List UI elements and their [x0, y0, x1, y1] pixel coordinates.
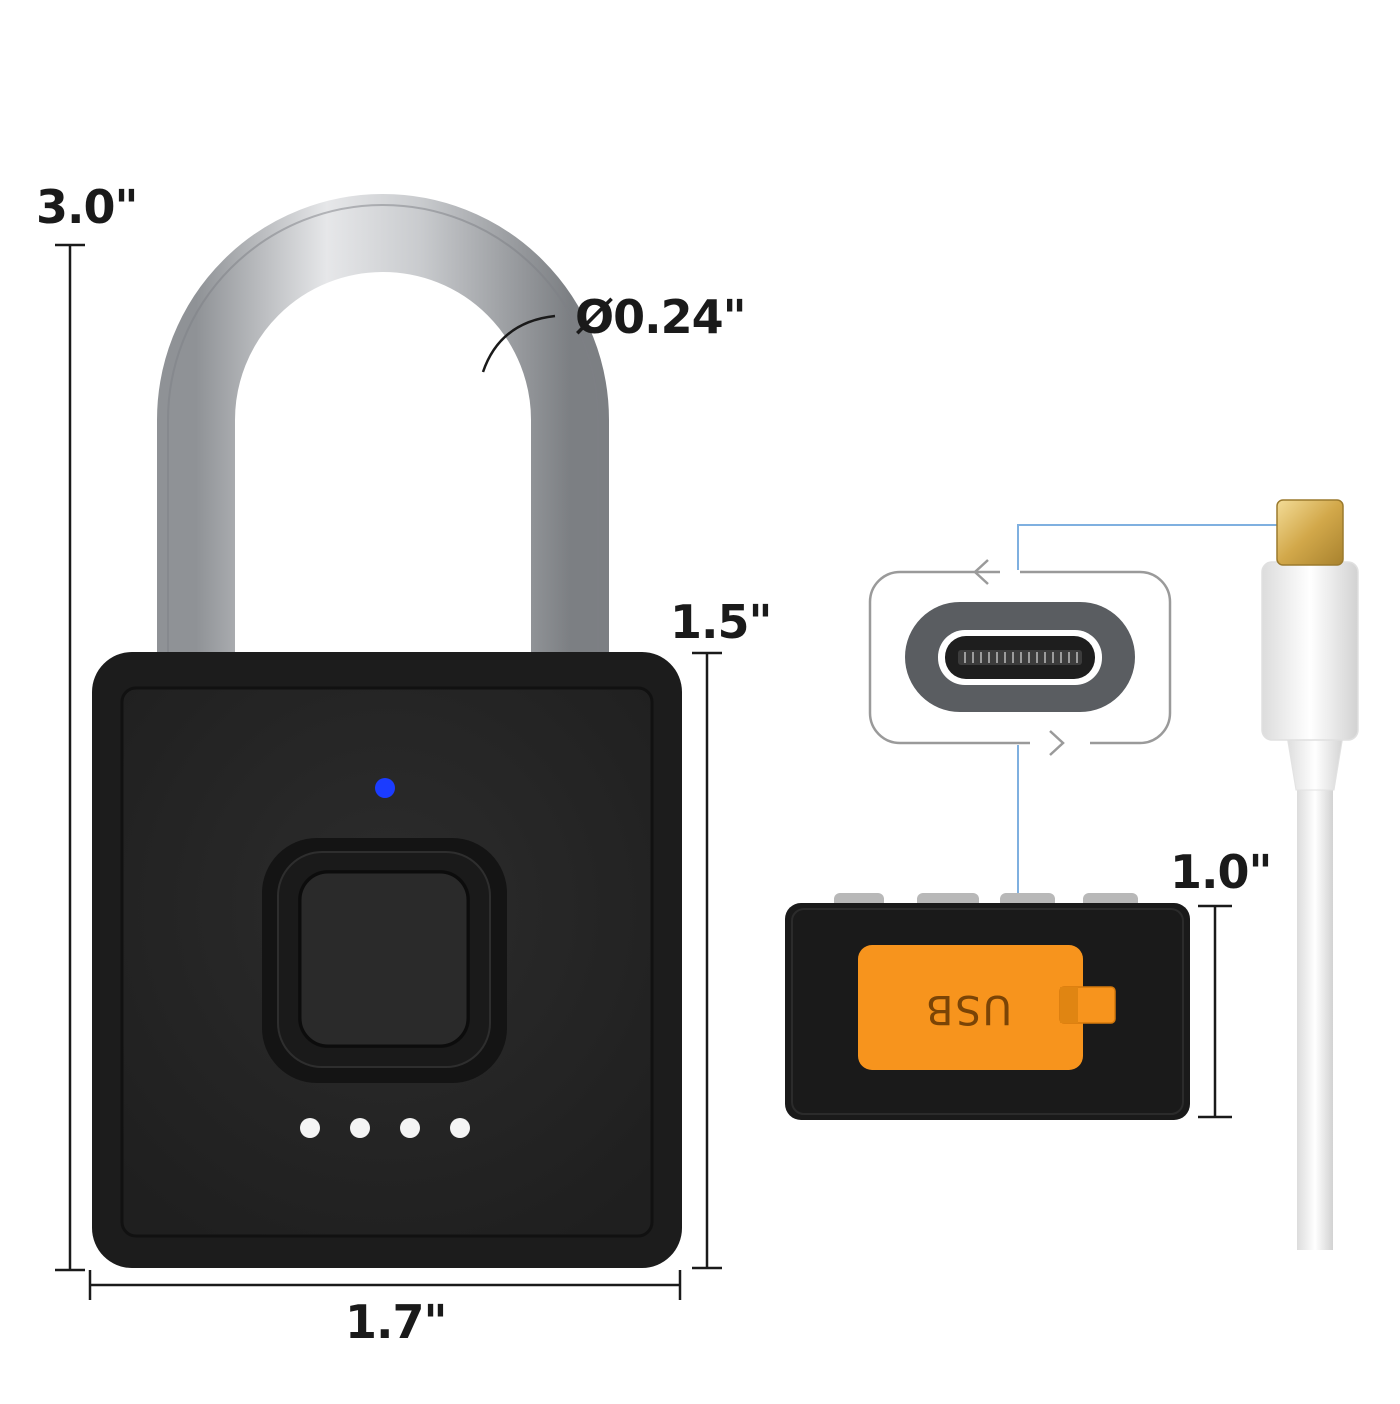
indicator-led	[375, 778, 395, 798]
status-dot	[400, 1118, 420, 1138]
rotate-arrows-icon	[868, 570, 1172, 745]
usb-port-cover	[858, 945, 1083, 1070]
lock-side-view: USB	[785, 893, 1190, 1120]
fingerprint-sensor-icon	[262, 838, 507, 1083]
padlock	[92, 194, 682, 1268]
usb-cover-label: USB	[924, 986, 1012, 1032]
body-width-label: 1.7"	[345, 1295, 447, 1349]
body-height-dimension-line	[692, 651, 722, 1270]
status-dot	[450, 1118, 470, 1138]
usb-c-connector-icon	[1276, 499, 1344, 566]
body-height-label: 1.5"	[670, 595, 772, 649]
shackle-diameter-label: Ø0.24"	[575, 290, 747, 344]
height-dimension-line	[55, 243, 85, 1272]
shackle	[157, 194, 609, 660]
shackle-diameter-marker	[481, 314, 556, 373]
width-dimension-line	[88, 1270, 682, 1300]
status-dots	[300, 1118, 470, 1138]
usb-c-port-icon	[905, 602, 1135, 712]
usb-c-cable	[1261, 499, 1359, 1250]
status-dot	[350, 1118, 370, 1138]
side-height-dimension-line	[1198, 904, 1232, 1119]
total-height-label: 3.0"	[36, 180, 138, 234]
side-height-label: 1.0"	[1170, 845, 1272, 899]
usb-c-port-callout	[868, 559, 1172, 756]
status-dot	[300, 1118, 320, 1138]
